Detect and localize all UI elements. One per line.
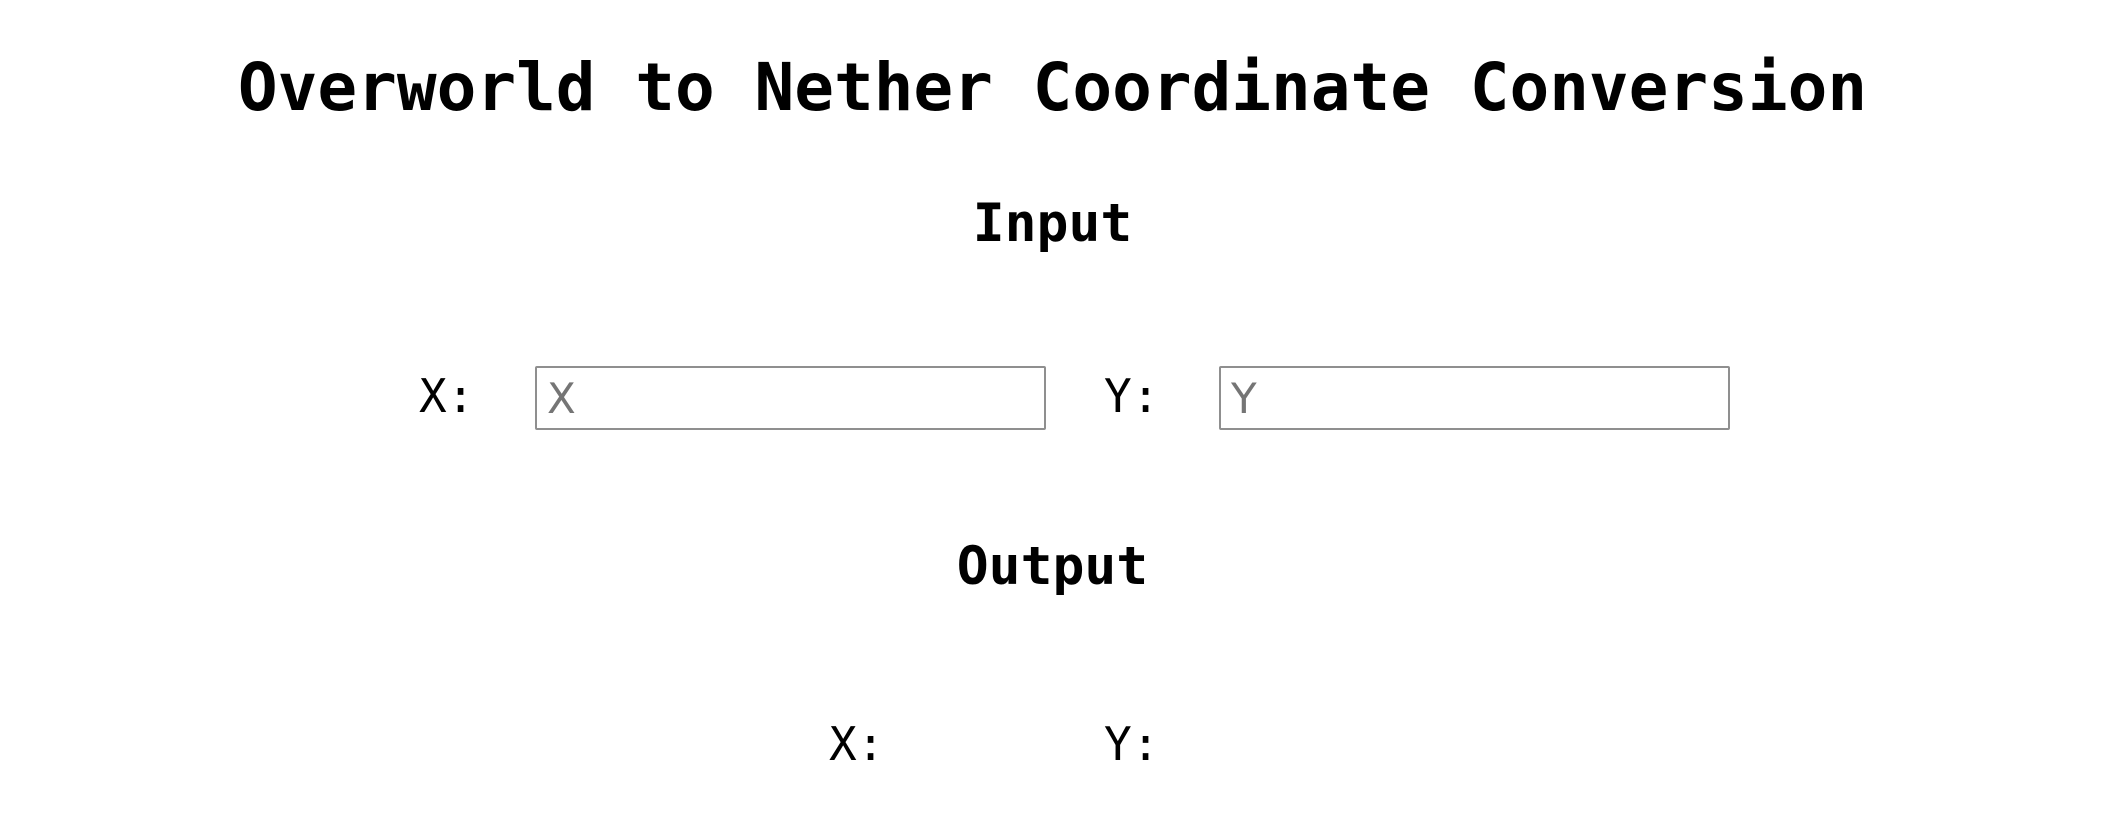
input-x-label: X: (419, 369, 475, 423)
output-heading: Output (956, 536, 1149, 597)
page-title: Overworld to Nether Coordinate Conversio… (237, 49, 1868, 126)
input-x-field[interactable] (535, 366, 1046, 430)
input-y-label: Y: (1104, 369, 1160, 423)
output-y-label: Y: (1104, 717, 1160, 771)
input-y-field[interactable] (1219, 366, 1730, 430)
input-heading: Input (972, 193, 1133, 254)
output-x-label: X: (829, 717, 885, 771)
